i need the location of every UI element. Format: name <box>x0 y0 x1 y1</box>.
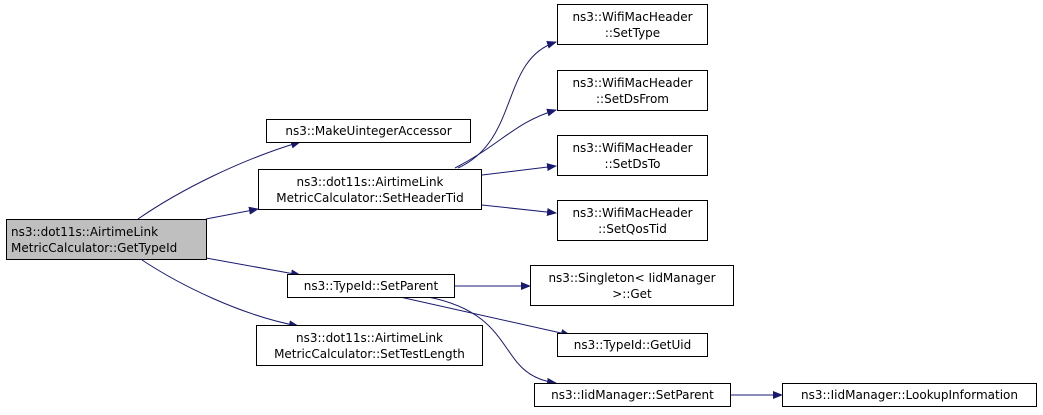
node-label: ::SetType <box>604 25 661 40</box>
node-label: ns3::IidManager::SetParent <box>551 388 714 402</box>
edge-root-settestlen <box>141 259 299 329</box>
node-label: ns3::dot11s::AirtimeLink <box>11 224 159 239</box>
node-label: ns3::MakeUintegerAccessor <box>285 124 452 138</box>
node-label: ::SetDsTo <box>604 156 661 171</box>
node-label: ns3::dot11s::AirtimeLink <box>296 174 444 189</box>
node-label: ns3::WifiMacHeader <box>572 205 693 220</box>
node-label: ns3::WifiMacHeader <box>572 75 693 90</box>
edge-root-setparent <box>205 257 301 278</box>
node-label: ns3::TypeId::GetUid <box>573 338 692 352</box>
node-label: ::SetQosTid <box>598 221 667 236</box>
node-set-test-length[interactable]: ns3::dot11s::AirtimeLink MetricCalculato… <box>256 325 483 366</box>
node-make-uinteger-accessor[interactable]: ns3::MakeUintegerAccessor <box>266 119 471 143</box>
node-label: MetricCalculator::SetTestLength <box>274 346 465 361</box>
node-wifi-set-ds-to[interactable]: ns3::WifiMacHeader ::SetDsTo <box>557 135 708 176</box>
node-label: >::Get <box>612 286 652 301</box>
node-root-get-type-id[interactable]: ns3::dot11s::AirtimeLink MetricCalculato… <box>6 219 207 260</box>
edge-sp-getuid <box>399 296 571 337</box>
edge-sp-iidsetparent <box>427 296 557 386</box>
node-label: ns3::TypeId::SetParent <box>303 279 439 293</box>
node-wifi-set-ds-from[interactable]: ns3::WifiMacHeader ::SetDsFrom <box>557 70 708 111</box>
node-label: ns3::IidManager::LookupInformation <box>801 388 1018 402</box>
edge-root-setheadertid <box>205 206 259 220</box>
node-singleton-get[interactable]: ns3::Singleton< IidManager >::Get <box>530 265 734 306</box>
node-label: MetricCalculator::SetHeaderTid <box>276 190 464 205</box>
edge-sht-settype <box>457 40 557 169</box>
node-label: ns3::WifiMacHeader <box>572 140 693 155</box>
node-iid-manager-set-parent[interactable]: ns3::IidManager::SetParent <box>534 383 731 407</box>
node-typeid-get-uid[interactable]: ns3::TypeId::GetUid <box>557 333 708 357</box>
edge-root-makeuint <box>137 140 301 220</box>
edge-sht-setqostid <box>481 204 557 217</box>
edge-sht-setdsfrom <box>454 108 557 169</box>
node-iid-manager-lookup-information[interactable]: ns3::IidManager::LookupInformation <box>782 383 1037 407</box>
node-wifi-set-qos-tid[interactable]: ns3::WifiMacHeader ::SetQosTid <box>557 200 708 241</box>
node-wifi-set-type[interactable]: ns3::WifiMacHeader ::SetType <box>557 4 708 45</box>
node-label: MetricCalculator::GetTypeId <box>11 240 178 255</box>
node-label: ns3::WifiMacHeader <box>572 9 693 24</box>
node-label: ns3::Singleton< IidManager <box>548 270 716 285</box>
node-set-header-tid[interactable]: ns3::dot11s::AirtimeLink MetricCalculato… <box>258 169 482 210</box>
node-typeid-set-parent[interactable]: ns3::TypeId::SetParent <box>287 274 455 298</box>
edge-sht-setdsto <box>481 163 557 176</box>
node-label: ::SetDsFrom <box>595 91 669 106</box>
node-label: ns3::dot11s::AirtimeLink <box>295 330 443 345</box>
